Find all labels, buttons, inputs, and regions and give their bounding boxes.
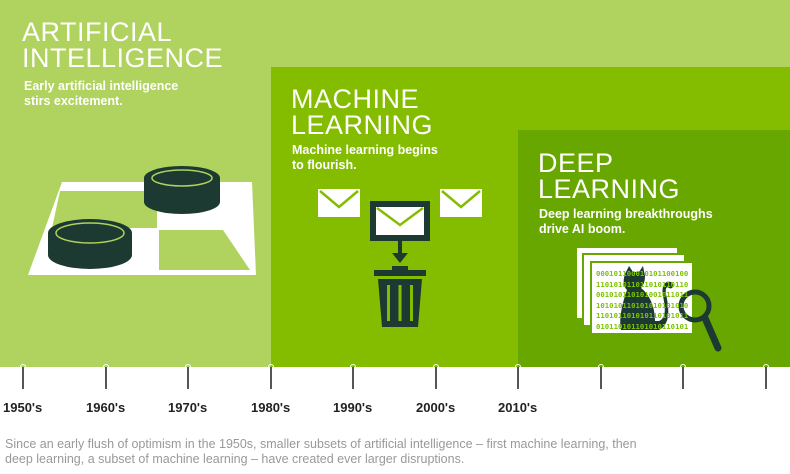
timeline-tick [185,364,191,389]
caption: Since an early flush of optimism in the … [5,437,637,466]
arrow-down-icon [392,241,408,263]
year-label: 1990's [333,400,373,415]
ml-illustration [318,189,482,327]
timeline-tick [20,364,26,389]
timeline-tick [515,364,521,389]
year-label: 2000's [416,400,456,415]
year-label: 1970's [168,400,208,415]
timeline-tick [268,364,274,389]
timeline-tick [763,364,769,389]
cat-icon [620,266,674,330]
year-label: 1950's [3,400,43,415]
trash-can-icon [374,266,426,327]
year-label: 1960's [86,400,126,415]
timeline-tick [350,364,356,389]
envelope-icon [318,189,360,217]
timeline-tick [103,364,109,389]
envelope-icon [440,189,482,217]
year-label: 2010's [498,400,538,415]
timeline-tick [433,364,439,389]
checkers-board-icon [28,166,256,275]
timeline-tick [598,364,604,389]
year-label: 1980's [251,400,291,415]
envelope-icon [370,201,430,241]
magnifier-icon [678,289,722,352]
timeline-tick [680,364,686,389]
